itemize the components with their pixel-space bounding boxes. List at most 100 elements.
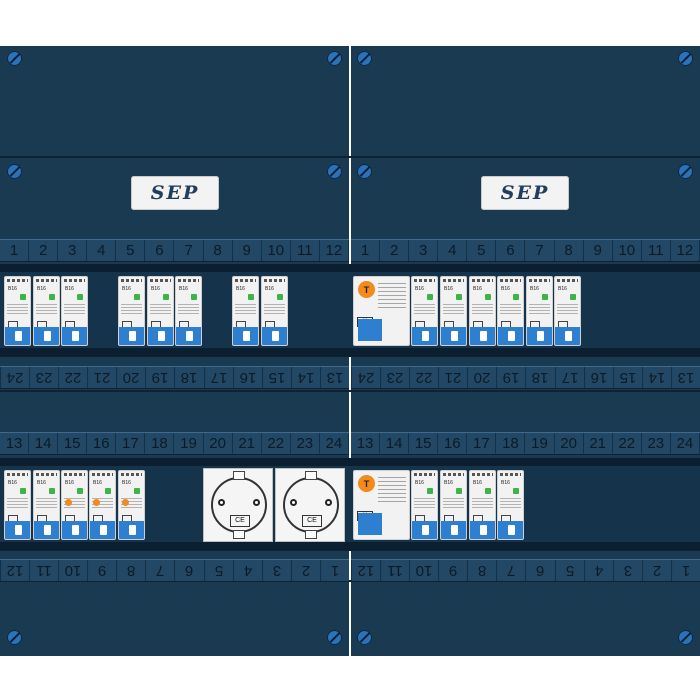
toggle-handle[interactable] — [34, 521, 59, 539]
test-button[interactable] — [65, 499, 72, 506]
screw-icon — [7, 51, 22, 66]
position-number: 12 — [320, 240, 349, 261]
toggle-handle[interactable] — [498, 327, 523, 345]
circuit-breaker-module[interactable]: B16 — [440, 470, 467, 540]
circuit-breaker-module[interactable]: B16 — [33, 470, 60, 540]
position-number: 24 — [671, 433, 700, 454]
circuit-breaker-module[interactable]: B16 — [118, 276, 145, 346]
position-number: 19 — [525, 433, 555, 454]
position-number: 17 — [467, 433, 497, 454]
rcbo-module[interactable]: B16 — [89, 470, 116, 540]
circuit-breaker-module[interactable]: B16 — [175, 276, 202, 346]
test-button[interactable] — [93, 499, 100, 506]
status-indicator — [49, 488, 55, 494]
position-number: 19 — [496, 367, 526, 388]
test-button[interactable]: T — [358, 281, 375, 298]
toggle-handle[interactable] — [441, 327, 466, 345]
toggle-handle[interactable] — [90, 521, 115, 539]
toggle-handle[interactable] — [358, 319, 382, 341]
toggle-handle[interactable] — [498, 521, 523, 539]
position-number: 3 — [58, 240, 88, 261]
position-number: 22 — [262, 433, 291, 454]
position-number: 24 — [320, 433, 349, 454]
toggle-handle[interactable] — [527, 327, 552, 345]
screw-icon — [357, 630, 372, 645]
position-number: 24 — [0, 367, 30, 388]
position-number: 4 — [87, 240, 117, 261]
circuit-breaker-module[interactable]: B16 — [497, 276, 524, 346]
circuit-breaker-module[interactable]: B16 — [33, 276, 60, 346]
status-indicator — [513, 488, 519, 494]
position-number: 2 — [380, 240, 410, 261]
status-indicator — [191, 294, 197, 300]
circuit-breaker-module[interactable]: B16 — [411, 470, 438, 540]
rail-edge — [0, 348, 700, 356]
toggle-handle[interactable] — [358, 513, 382, 535]
power-socket-outlet[interactable]: CE — [203, 468, 273, 542]
residual-current-device[interactable]: TK — [353, 470, 410, 540]
circuit-breaker-module[interactable]: B16 — [554, 276, 581, 346]
circuit-breaker-module[interactable]: B16 — [4, 470, 31, 540]
circuit-breaker-module[interactable]: B16 — [232, 276, 259, 346]
status-indicator — [542, 294, 548, 300]
circuit-breaker-module[interactable]: B16 — [440, 276, 467, 346]
test-button[interactable]: T — [358, 475, 375, 492]
position-number: 13 — [0, 433, 30, 454]
toggle-handle[interactable] — [262, 327, 287, 345]
position-number: 15 — [261, 367, 291, 388]
rcbo-module[interactable]: B16 — [61, 470, 88, 540]
toggle-handle[interactable] — [5, 521, 30, 539]
toggle-handle[interactable] — [119, 327, 144, 345]
toggle-handle[interactable] — [470, 327, 495, 345]
screw-icon — [678, 51, 693, 66]
position-number: 10 — [409, 560, 439, 581]
position-number: 23 — [642, 433, 671, 454]
circuit-breaker-module[interactable]: B16 — [526, 276, 553, 346]
toggle-handle[interactable] — [119, 521, 144, 539]
power-socket-outlet[interactable]: CE — [275, 468, 345, 542]
ce-mark: CE — [302, 515, 322, 527]
rating-label: B16 — [530, 286, 539, 292]
rating-label: B16 — [473, 480, 482, 486]
toggle-handle[interactable] — [233, 327, 258, 345]
position-number: 7 — [174, 240, 204, 261]
rating-label: B16 — [65, 286, 74, 292]
screw-icon — [678, 630, 693, 645]
position-number: 1 — [0, 240, 30, 261]
toggle-handle[interactable] — [412, 521, 437, 539]
position-number: 4 — [583, 560, 613, 581]
toggle-handle[interactable] — [62, 327, 87, 345]
toggle-handle[interactable] — [62, 521, 87, 539]
sep-logo: SEP — [131, 176, 219, 210]
position-number: 4 — [438, 240, 468, 261]
position-number: 18 — [525, 367, 555, 388]
position-number: 3 — [261, 560, 291, 581]
position-number: 23 — [291, 433, 320, 454]
rail-edge — [0, 542, 700, 550]
rcbo-module[interactable]: B16 — [118, 470, 145, 540]
circuit-breaker-module[interactable]: B16 — [61, 276, 88, 346]
circuit-breaker-module[interactable]: B16 — [411, 276, 438, 346]
position-number: 6 — [496, 240, 526, 261]
test-button[interactable] — [122, 499, 129, 506]
status-indicator — [513, 294, 519, 300]
toggle-handle[interactable] — [470, 521, 495, 539]
toggle-handle[interactable] — [148, 327, 173, 345]
circuit-breaker-module[interactable]: B16 — [261, 276, 288, 346]
circuit-breaker-module[interactable]: B16 — [147, 276, 174, 346]
circuit-breaker-module[interactable]: B16 — [469, 470, 496, 540]
toggle-handle[interactable] — [176, 327, 201, 345]
toggle-handle[interactable] — [34, 327, 59, 345]
position-number: 8 — [555, 240, 584, 261]
toggle-handle[interactable] — [555, 327, 580, 345]
toggle-handle[interactable] — [441, 521, 466, 539]
toggle-handle[interactable] — [5, 327, 30, 345]
position-number: 21 — [584, 433, 613, 454]
toggle-handle[interactable] — [412, 327, 437, 345]
rating-label: B16 — [122, 286, 131, 292]
position-number: 12 — [351, 560, 381, 581]
circuit-breaker-module[interactable]: B16 — [4, 276, 31, 346]
residual-current-device[interactable]: TK — [353, 276, 410, 346]
circuit-breaker-module[interactable]: B16 — [497, 470, 524, 540]
circuit-breaker-module[interactable]: B16 — [469, 276, 496, 346]
